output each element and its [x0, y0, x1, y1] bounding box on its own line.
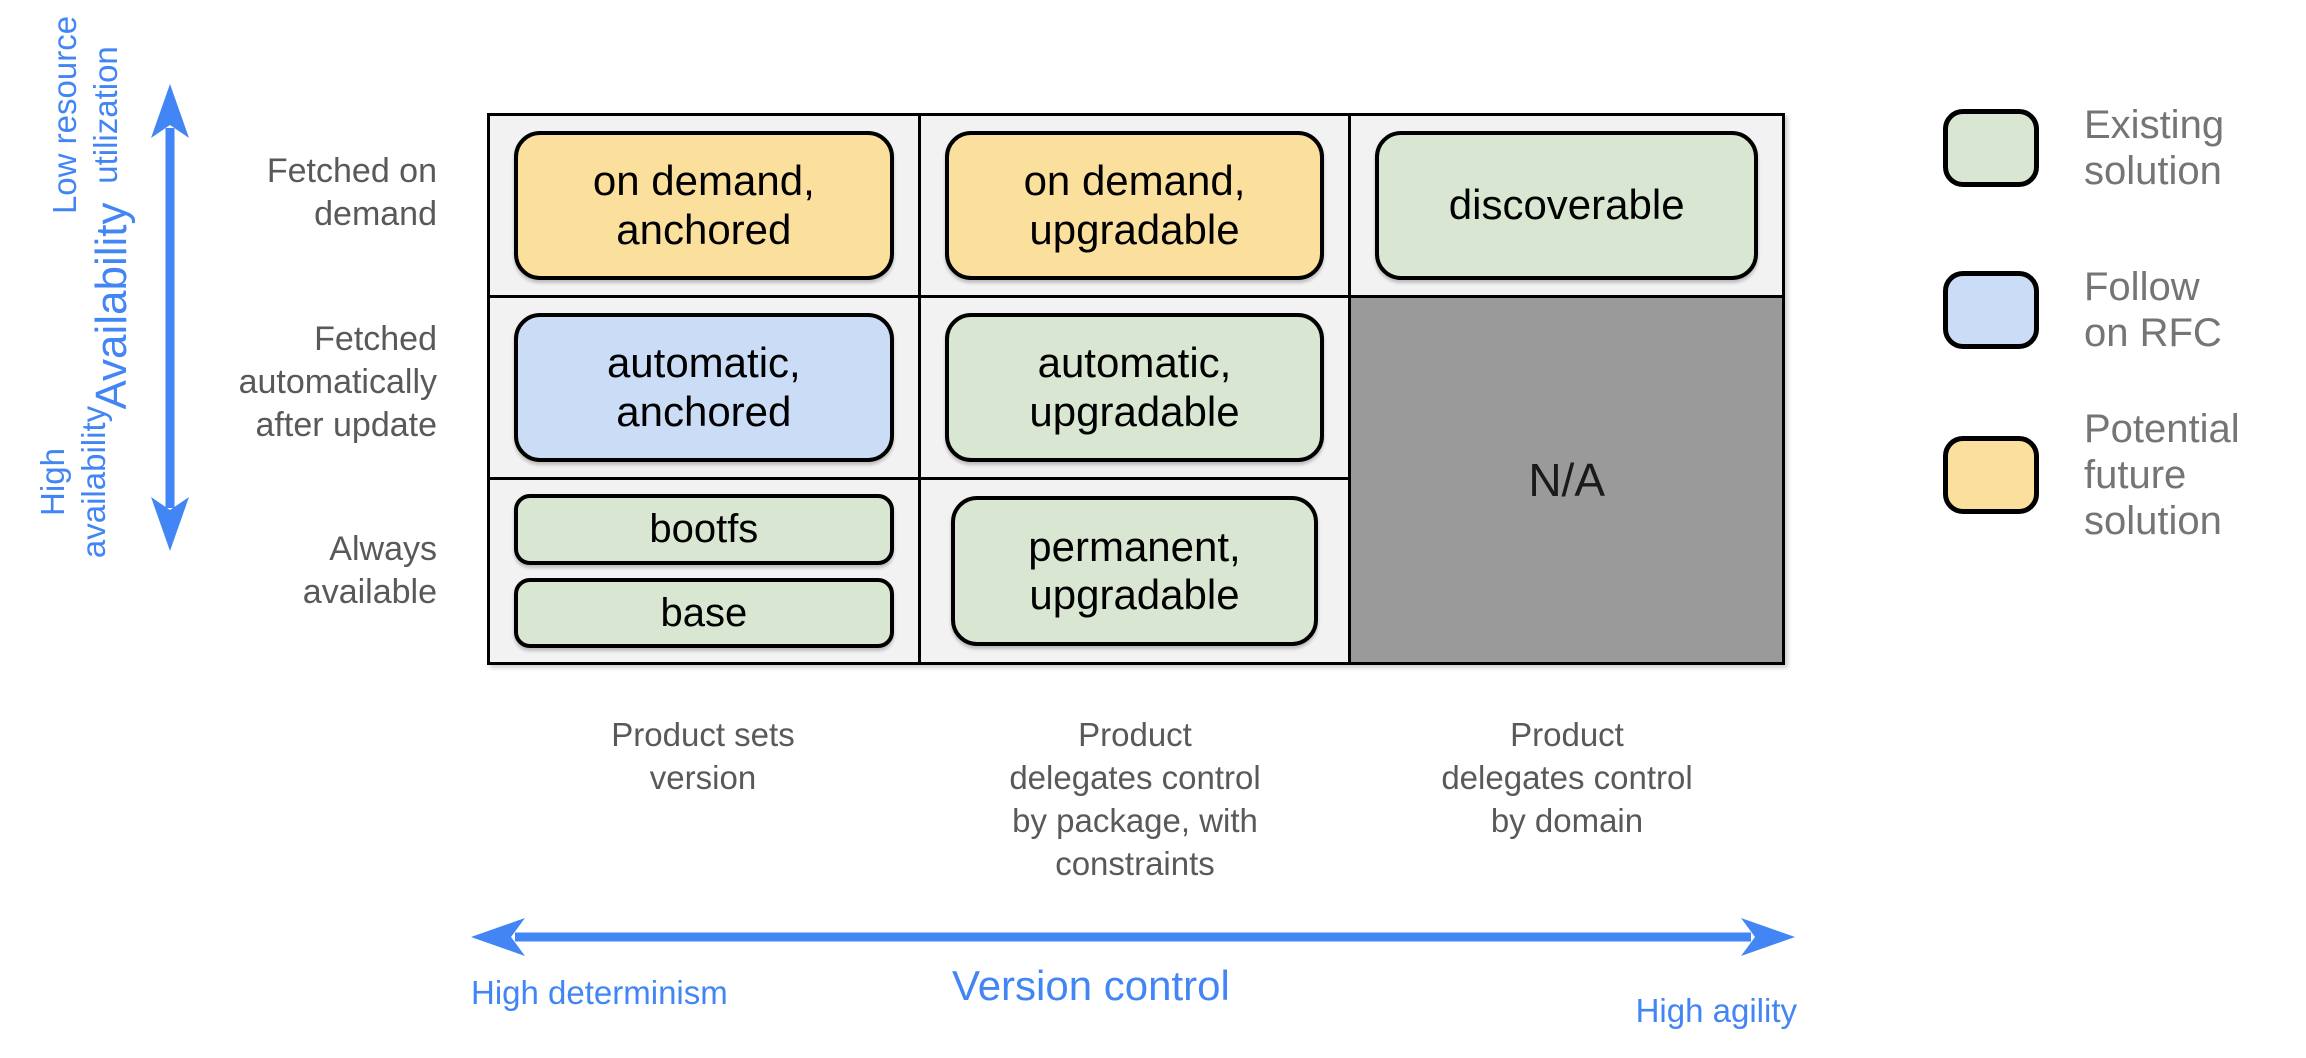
matrix-cell-r1c1: on demand, anchored — [490, 116, 921, 298]
solution-box-automatic-anchored: automatic, anchored — [514, 313, 894, 462]
solution-box-bootfs: bootfs — [514, 494, 894, 565]
column-footer-product-sets-version: Product sets version — [611, 716, 795, 796]
legend-label-potential-future-solution: Potential future solution — [2084, 407, 2240, 543]
legend-item-follow-on-rfc: Follow on RFC — [1943, 264, 2222, 356]
not-applicable-label: N/A — [1528, 454, 1605, 506]
row-label-fetched-on-demand: Fetched on demand — [266, 152, 437, 233]
solution-box-permanent-upgradable: permanent, upgradable — [950, 496, 1319, 646]
solution-box-on-demand-upgradable: on demand, upgradable — [944, 131, 1325, 280]
legend-swatch-blue — [1943, 271, 2039, 349]
y-axis-title: Availability — [86, 202, 136, 410]
legend-item-existing-solution: Existing solution — [1943, 102, 2224, 194]
y-axis-low-end-label: High availability — [33, 405, 112, 559]
solution-box-automatic-upgradable: automatic, upgradable — [944, 313, 1325, 462]
row-label-always-available: Always available — [302, 530, 437, 611]
legend-swatch-yellow — [1943, 436, 2039, 514]
matrix-cell-r1c2: on demand, upgradable — [920, 116, 1352, 298]
matrix-cell-r3c2: permanent, upgradable — [921, 480, 1352, 662]
legend-label-follow-on-rfc: Follow on RFC — [2084, 265, 2222, 355]
matrix-grid: on demand, anchored on demand, upgradabl… — [487, 113, 1785, 665]
matrix-cell-r2c1: automatic, anchored — [490, 298, 921, 480]
solution-box-base: base — [514, 577, 894, 648]
column-footer-delegates-by-package: Product delegates control by package, wi… — [1009, 716, 1261, 882]
matrix-cell-r1c3: discoverable — [1351, 116, 1782, 298]
legend-item-potential-future-solution: Potential future solution — [1943, 406, 2240, 544]
version-control-axis-arrow — [471, 918, 1795, 956]
column-footer-delegates-by-domain: Product delegates control by domain — [1441, 716, 1693, 839]
x-axis-left-end-label: High determinism — [471, 974, 728, 1011]
legend-label-existing-solution: Existing solution — [2084, 103, 2225, 193]
matrix-cell-r3c1: bootfs base — [490, 480, 921, 662]
row-label-fetched-automatically: Fetched automatically after update — [238, 320, 437, 444]
solution-box-discoverable: discoverable — [1375, 131, 1758, 280]
solution-box-on-demand-anchored: on demand, anchored — [514, 131, 894, 280]
y-axis-high-end-label: Low resource utilization — [45, 15, 124, 215]
matrix-cell-not-applicable: N/A — [1351, 298, 1782, 662]
availability-axis-arrow — [151, 84, 189, 551]
x-axis-title: Version control — [952, 962, 1230, 1009]
legend-swatch-green — [1943, 109, 2039, 187]
x-axis-right-end-label: High agility — [1635, 992, 1797, 1029]
matrix-cell-r2c2: automatic, upgradable — [920, 298, 1352, 480]
